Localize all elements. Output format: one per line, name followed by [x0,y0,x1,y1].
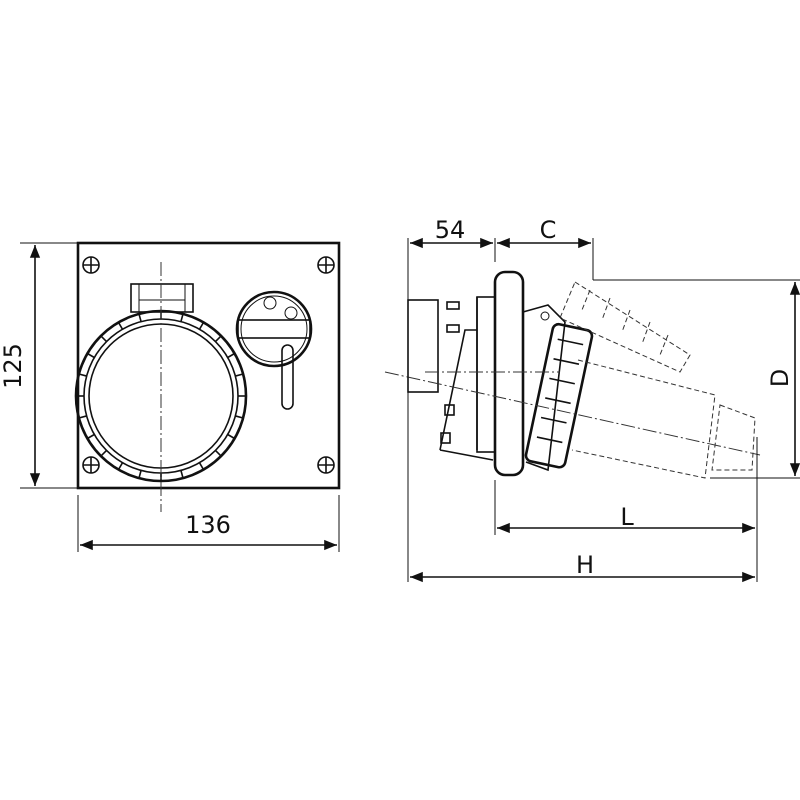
screw-icon [82,256,335,474]
ring-tooth [235,415,244,419]
dimension-width-label: 136 [185,511,231,539]
front-view [74,241,341,512]
ring-tooth [138,470,142,479]
ring-tooth [86,352,95,359]
ring-tooth [235,373,244,377]
dimension-height-label: 125 [0,343,27,389]
dimension-c-label: C [540,216,557,244]
ring-tooth [227,352,236,359]
ring-tooth [180,470,184,479]
side-view [384,270,761,479]
dimension-d-label: D [766,369,794,387]
ring-tooth [180,313,184,322]
socket-lid-latch [130,283,194,313]
ring-tooth [100,449,108,457]
side-plate [493,270,525,477]
ring-tooth [100,335,108,343]
ring-tooth [78,415,87,419]
dimension-l-label: L [620,503,634,531]
ring-tooth [198,462,205,471]
dimension-54-label: 54 [435,216,466,244]
dimension-h-label: H [576,551,594,579]
ring-tooth [227,433,236,440]
rotary-switch [235,290,313,410]
ring-tooth [138,313,142,322]
dimension-width: 136 [77,495,340,552]
dimension-height: 125 [0,242,78,489]
ring-tooth [78,373,87,377]
ring-tooth [117,462,124,471]
side-dimensions: 54 C D L H [407,216,800,583]
ring-tooth [86,433,95,440]
ring-tooth [214,449,222,457]
mounting-plate [76,241,341,490]
ring-tooth [198,321,205,330]
ring-tooth [117,321,124,330]
ring-tooth [214,335,222,343]
